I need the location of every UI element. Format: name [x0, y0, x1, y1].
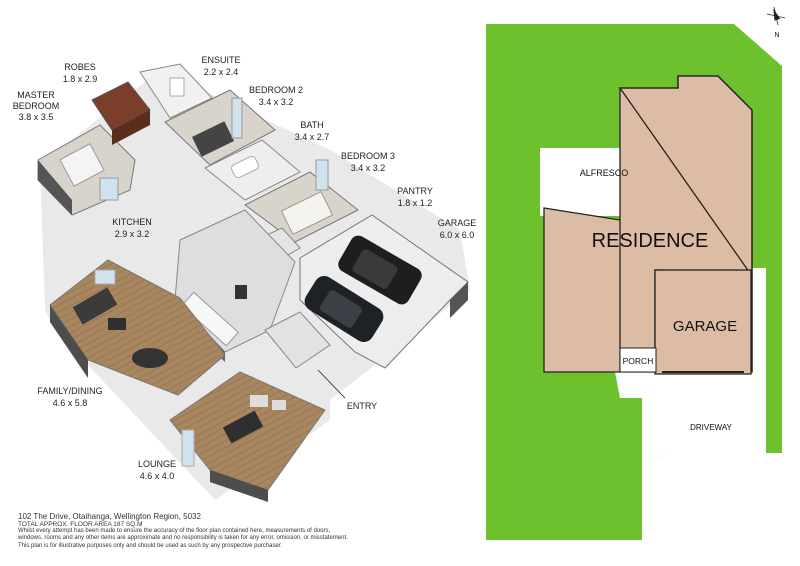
svg-text:3.4 x 3.2: 3.4 x 3.2 — [351, 163, 386, 173]
svg-text:BEDROOM 2: BEDROOM 2 — [249, 85, 303, 95]
label-ensuite: ENSUITE 2.2 x 2.4 — [201, 55, 240, 77]
svg-text:LOUNGE: LOUNGE — [138, 459, 176, 469]
driveway-label: DRIVEWAY — [690, 423, 732, 432]
north-arrow-icon — [766, 6, 786, 26]
label-lounge: LOUNGE 4.6 x 4.0 — [138, 459, 176, 481]
svg-text:BATH: BATH — [300, 120, 323, 130]
leader-entry — [317, 369, 346, 399]
floor-area: TOTAL APPROX. FLOOR AREA 187 SQ.M — [18, 521, 143, 528]
lounge-room — [169, 371, 326, 502]
svg-text:3.4 x 2.7: 3.4 x 2.7 — [295, 132, 330, 142]
svg-text:2.9 x 3.2: 2.9 x 3.2 — [115, 229, 150, 239]
site-plan: ALFRESCO RESIDENCE GARAGE PORCH DRIVEWAY… — [486, 6, 786, 540]
svg-text:ENTRY: ENTRY — [347, 401, 377, 411]
label-family-dining: FAMILY/DINING 4.6 x 5.8 — [37, 386, 102, 408]
disclaimer-line-2: windows, rooms and any other items are a… — [18, 535, 348, 542]
car-sedan — [304, 275, 384, 343]
label-bath: BATH 3.4 x 2.7 — [295, 120, 330, 142]
svg-text:1.8 x 1.2: 1.8 x 1.2 — [398, 198, 433, 208]
disclaimer-line-3: This plan is for illustrative purposes o… — [18, 542, 283, 549]
porch-area — [619, 347, 657, 373]
bath-room — [204, 139, 301, 201]
svg-text:ROBES: ROBES — [64, 62, 96, 72]
floor-plan-3d: ROBES 1.8 x 2.9 ENSUITE 2.2 x 2.4 MASTER… — [13, 55, 477, 502]
garage-label: GARAGE — [673, 318, 737, 335]
svg-text:6.0 x 6.0: 6.0 x 6.0 — [440, 230, 475, 240]
svg-text:ENSUITE: ENSUITE — [201, 55, 240, 65]
garage-room — [299, 214, 469, 369]
svg-text:2.2 x 2.4: 2.2 x 2.4 — [204, 67, 239, 77]
label-robes: ROBES 1.8 x 2.9 — [63, 62, 98, 84]
garage-building — [654, 269, 752, 375]
label-bedroom-3: BEDROOM 3 3.4 x 3.2 — [341, 151, 395, 173]
master-bedroom-room — [37, 124, 136, 216]
svg-text:3.4 x 3.2: 3.4 x 3.2 — [259, 97, 294, 107]
label-pantry: PANTRY 1.8 x 1.2 — [397, 186, 433, 208]
label-garage: GARAGE 6.0 x 6.0 — [438, 218, 477, 240]
label-kitchen: KITCHEN 2.9 x 3.2 — [112, 217, 152, 239]
family-dining-room — [49, 259, 226, 396]
north-label: N — [774, 32, 779, 39]
svg-text:3.8 x 3.5: 3.8 x 3.5 — [19, 112, 54, 122]
car-suv — [338, 235, 422, 305]
svg-text:4.6 x 4.0: 4.6 x 4.0 — [140, 471, 175, 481]
property-address: 102 The Drive, Otaihanga, Wellington Reg… — [18, 512, 201, 521]
label-master-bedroom: MASTER BEDROOM 3.8 x 3.5 — [13, 90, 60, 122]
svg-text:FAMILY/DINING: FAMILY/DINING — [37, 386, 102, 396]
label-bedroom-2: BEDROOM 2 3.4 x 3.2 — [249, 85, 303, 107]
alfresco-label: ALFRESCO — [580, 168, 629, 178]
plan-footer: 102 The Drive, Otaihanga, Wellington Reg… — [18, 512, 438, 550]
porch-label: PORCH — [623, 356, 654, 366]
svg-text:BEDROOM 3: BEDROOM 3 — [341, 151, 395, 161]
entry-room — [264, 311, 331, 369]
residence-label: RESIDENCE — [592, 230, 709, 252]
ensuite-room — [139, 63, 213, 119]
robes-room — [91, 81, 151, 145]
bedroom-2-room — [164, 89, 276, 166]
svg-text:1.8 x 2.9: 1.8 x 2.9 — [63, 74, 98, 84]
svg-text:PANTRY: PANTRY — [397, 186, 433, 196]
svg-text:4.6 x 5.8: 4.6 x 5.8 — [53, 398, 88, 408]
label-entry: ENTRY — [347, 401, 377, 411]
svg-text:BEDROOM: BEDROOM — [13, 101, 60, 111]
disclaimer-line-1: Whilst every attempt has been made to en… — [18, 528, 331, 535]
svg-text:KITCHEN: KITCHEN — [112, 217, 152, 227]
svg-text:GARAGE: GARAGE — [438, 218, 477, 228]
svg-text:MASTER: MASTER — [17, 90, 55, 100]
